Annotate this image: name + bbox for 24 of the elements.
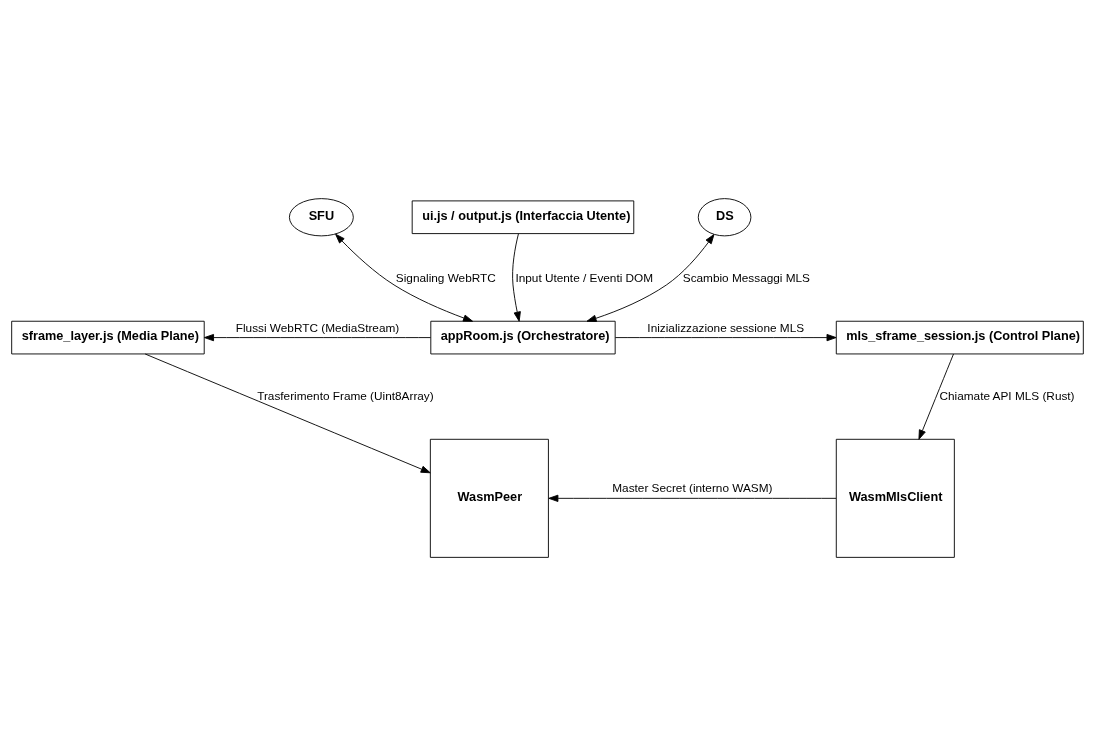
edge-label: Trasferimento Frame (Uint8Array) [257, 388, 434, 403]
node-box: mls_sframe_session.js (Control Plane) [835, 320, 1084, 355]
arrow [614, 333, 837, 342]
edge-label: Signaling WebRTC [395, 270, 496, 285]
arrow [204, 333, 431, 342]
node-box: appRoom.js (Orchestratore) [430, 320, 616, 355]
arrow [335, 233, 474, 322]
edge-label: Chiamate API MLS (Rust) [939, 388, 1075, 403]
node-ellipse: DS [697, 198, 752, 237]
arrow [512, 233, 521, 322]
arrow [548, 494, 837, 502]
edge-label: Scambio Messaggi MLS [682, 270, 810, 285]
arrow [918, 353, 954, 440]
arrow [144, 353, 431, 474]
edge-label: Inizializzazione sessione MLS [647, 320, 805, 335]
edge-label: Master Secret (interno WASM) [612, 481, 773, 496]
node-box: ui.js / output.js (Interfaccia Utente) [411, 200, 635, 235]
node-ellipse: SFU [288, 198, 354, 237]
edge-label: Input Utente / Eventi DOM [515, 270, 654, 285]
edge-label: Flussi WebRTC (MediaStream) [235, 320, 400, 335]
node-box: WasmMlsClient [835, 438, 955, 558]
arrow [586, 234, 715, 322]
node-box: WasmPeer [429, 438, 549, 558]
node-box: sframe_layer.js (Media Plane) [11, 320, 205, 355]
